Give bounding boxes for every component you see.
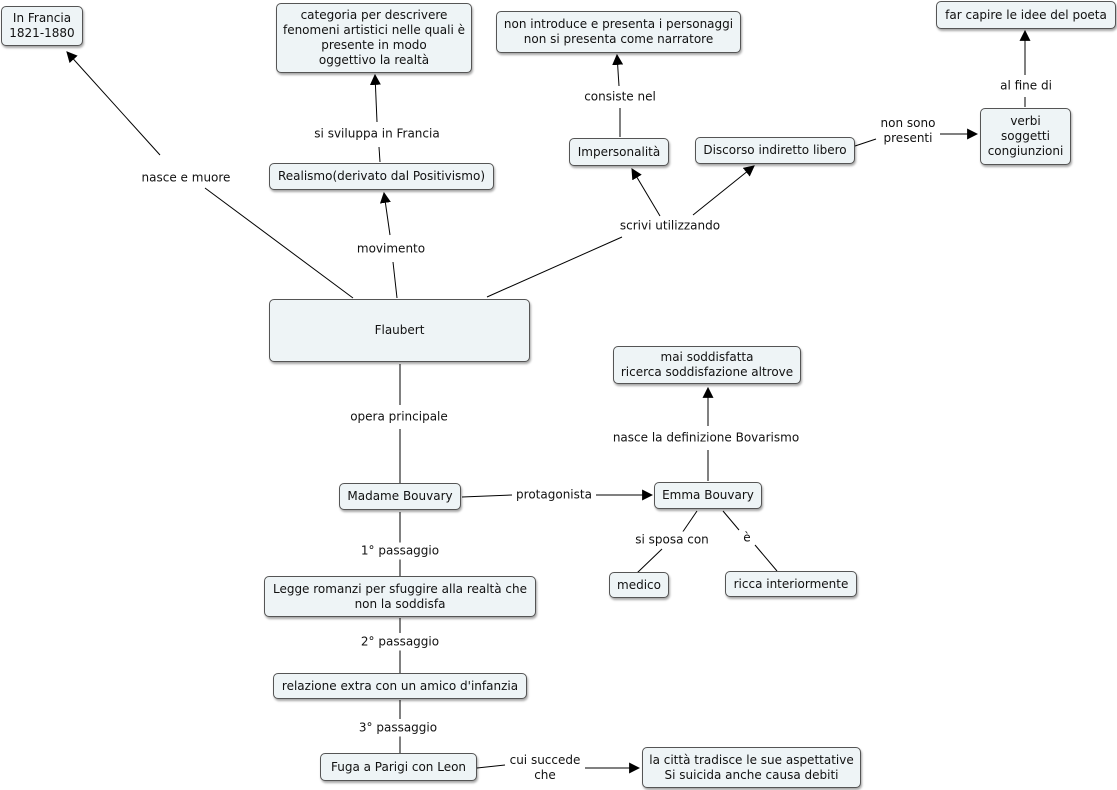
arrow-to-categoria — [369, 73, 381, 123]
line-si-sposa-to-medico — [636, 548, 663, 574]
node-non-introduce[interactable]: non introduce e presenta i personaggi no… — [496, 11, 741, 53]
link-label-movimento: movimento — [353, 240, 429, 258]
link-label-non-sono-presenti: non sono presenti — [877, 115, 939, 147]
node-flaubert[interactable]: Flaubert — [269, 299, 530, 362]
link-label-cui-succede-che: cui succede che — [506, 752, 584, 784]
node-impersonalita[interactable]: Impersonalità — [569, 138, 669, 166]
link-label-1-passaggio: 1° passaggio — [357, 542, 443, 560]
node-citta-tradisce[interactable]: la città tradisce le sue aspettative Si … — [642, 747, 861, 788]
line-discorso-to-non-sono — [854, 138, 877, 147]
node-mai-soddisfatta[interactable]: mai soddisfatta ricerca soddisfazione al… — [613, 346, 801, 384]
node-fuga-parigi[interactable]: Fuga a Parigi con Leon — [320, 753, 477, 781]
arrow-to-non-introduce — [612, 53, 624, 87]
line-emma-to-si-sposa — [681, 510, 698, 534]
link-label-si-sposa-con: si sposa con — [632, 531, 712, 549]
link-label-nasce-definizione: nasce la definizione Bovarismo — [609, 429, 803, 447]
node-ricca-interiormente[interactable]: ricca interiormente — [725, 571, 857, 597]
link-label-3-passaggio: 3° passaggio — [355, 719, 441, 737]
link-label-opera-principale: opera principale — [347, 408, 451, 426]
arrow-to-discorso — [692, 165, 755, 216]
node-far-capire[interactable]: far capire le idee del poeta — [936, 1, 1116, 29]
line-realismo-to-si-sviluppa — [378, 146, 381, 163]
link-label-al-fine-di: al fine di — [997, 77, 1055, 95]
node-in-francia[interactable]: In Francia 1821-1880 — [1, 6, 83, 46]
link-label-scrivi-utilizzando: scrivi utilizzando — [616, 217, 724, 235]
arrow-to-impersonalita — [631, 168, 661, 217]
node-relazione-extra[interactable]: relazione extra con un amico d'infanzia — [273, 673, 527, 699]
link-label-si-sviluppa: si sviluppa in Francia — [311, 125, 443, 143]
node-emma-bouvary[interactable]: Emma Bouvary — [654, 482, 762, 509]
link-label-2-passaggio: 2° passaggio — [357, 633, 443, 651]
link-label-protagonista: protagonista — [513, 486, 595, 504]
line-flaubert-to-movimento — [392, 261, 398, 299]
node-medico[interactable]: medico — [609, 572, 669, 598]
node-legge-romanzi[interactable]: Legge romanzi per sfuggire alla realtà c… — [264, 576, 536, 617]
line-e-to-ricca — [754, 544, 778, 572]
node-realismo[interactable]: Realismo(derivato dal Positivismo) — [269, 163, 494, 190]
node-discorso-indiretto[interactable]: Discorso indiretto libero — [695, 137, 855, 164]
arrow-to-realismo — [379, 191, 391, 236]
line-flaubert-to-scrivi — [486, 236, 623, 298]
line-fuga-to-cui-succede — [476, 764, 506, 769]
node-categoria[interactable]: categoria per descrivere fenomeni artist… — [276, 3, 472, 73]
line-flaubert-to-nasce-muore — [204, 187, 354, 299]
line-madame-to-protagonista — [461, 494, 513, 498]
node-madame-bouvary[interactable]: Madame Bouvary — [339, 483, 461, 510]
arrow-to-in-francia — [66, 51, 161, 156]
link-label-nasce-muore: nasce e muore — [138, 169, 234, 187]
link-label-consiste-nel: consiste nel — [581, 88, 659, 106]
node-verbi-soggetti[interactable]: verbi soggetti congiunzioni — [980, 108, 1071, 165]
link-label-e: è — [740, 529, 754, 547]
line-emma-to-e — [722, 510, 740, 531]
